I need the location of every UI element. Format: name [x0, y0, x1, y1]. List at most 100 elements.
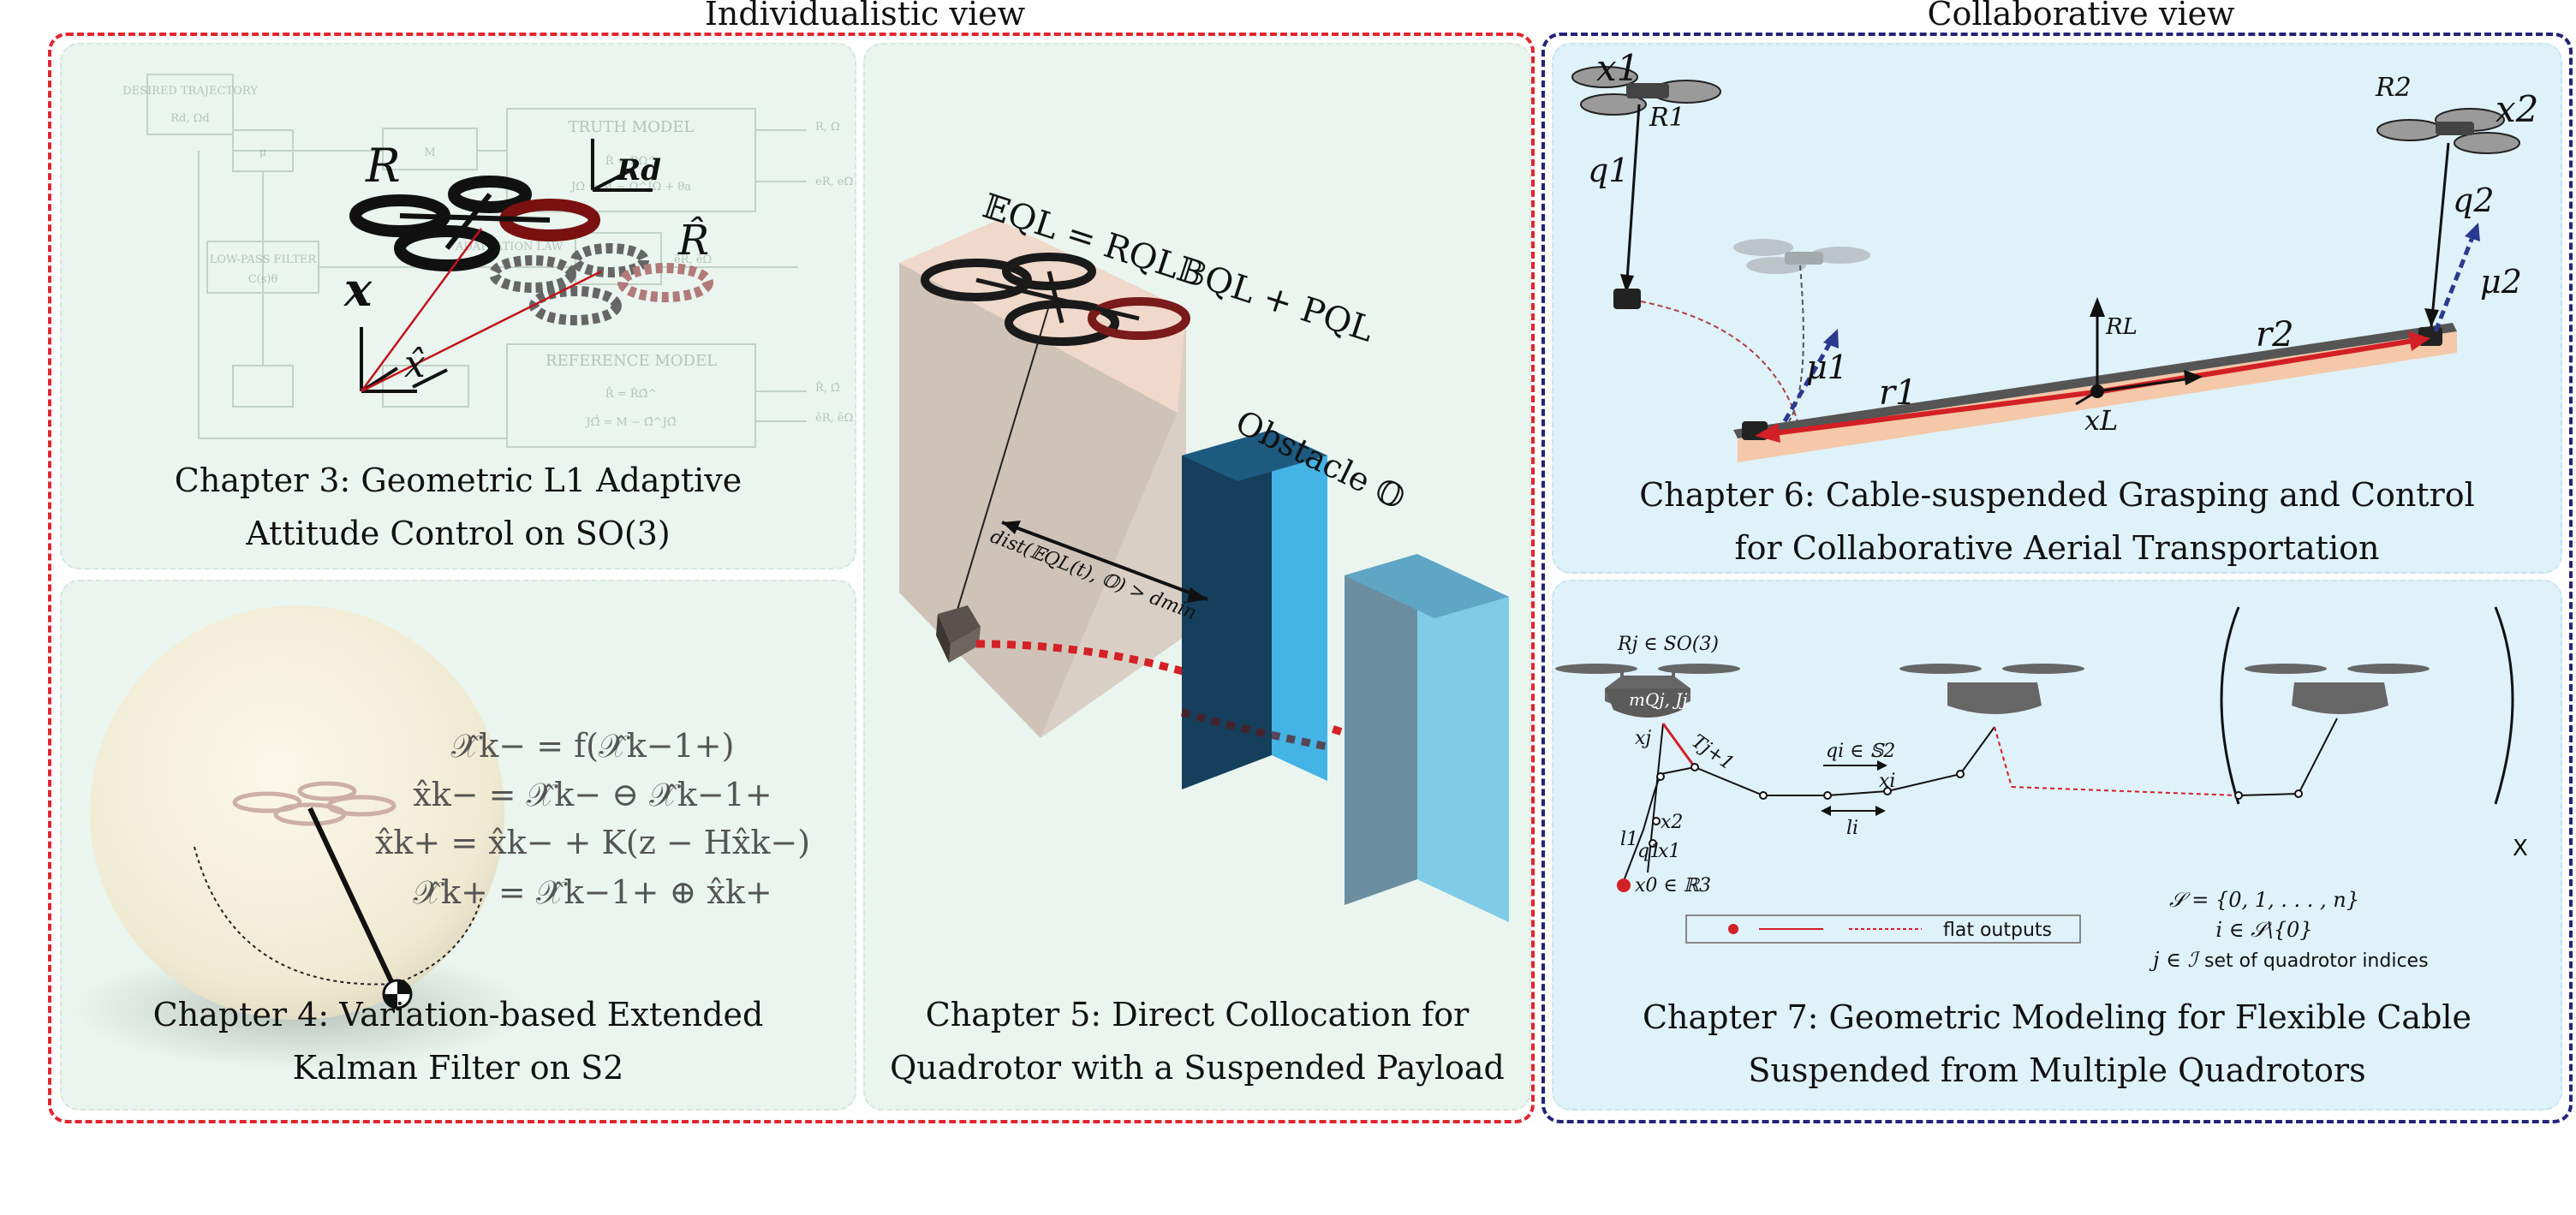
ch6-quadrotor-faded	[1733, 239, 1870, 274]
ch5-obstacle-front	[1182, 430, 1327, 789]
ch3-truth-eq1: Ṙ = RΩ^	[605, 153, 657, 168]
ch3-ref-eq1: R̂̇ = R̂Ω̂^	[605, 386, 657, 401]
ch3-x-label: x	[343, 262, 373, 317]
ch3-adaptation-label: ADAPTATION LAW	[455, 241, 564, 253]
ch4-caption-line2: Kalman Filter on S2	[292, 1049, 624, 1087]
ch3-caption-line1: Chapter 3: Geometric L1 Adaptive	[174, 462, 742, 499]
individualistic-view-title: Individualistic view	[704, 0, 1026, 33]
ch4-diagram: 𝒳̂k− = f(𝒳̂k−1+) x̂k− = 𝒳̂k− ⊖ 𝒳̂k−1+ x̂…	[70, 605, 810, 1069]
ch7-xi-label: xi	[1879, 771, 1895, 792]
ch7-Rj-label: Rj ∈ SO(3)	[1617, 634, 1719, 655]
ch3-R-label: R	[365, 139, 401, 193]
ch3-diagram: DESIRED TRAJECTORY Rd, Ωd μ M TRUTH MODE…	[122, 74, 853, 448]
ch7-mq-label: mQj, Jj	[1629, 689, 1688, 710]
ch6-mu2-vector	[2433, 232, 2477, 332]
ch3-lowpass-sub: C(s)θ	[248, 273, 278, 286]
ch3-frames	[360, 139, 653, 393]
ch7-right-bracket	[2494, 606, 2514, 805]
collaborative-view-title: Collaborative view	[1927, 0, 2235, 33]
ch7-set3-math: j ∈ ℐ	[2149, 948, 2200, 972]
ch6-diagram: x1 R1 q1 R2 x2 q2 μ1 μ2 r1 r2 RL xL	[1571, 47, 2538, 462]
ch6-R1-label: R1	[1649, 103, 1685, 133]
ch7-legend-box	[1685, 914, 2081, 944]
ch6-q1-label: q1	[1588, 152, 1630, 189]
ch6-mu1-label: μ1	[1806, 348, 1848, 386]
ch6-quadrotor-2	[2376, 108, 2520, 154]
ch4-pendulum-rod	[307, 807, 398, 992]
ch6-quadrotor-1	[1571, 66, 1721, 116]
ch3-out5: êR, êΩ	[815, 412, 853, 425]
ch3-out3: ẽR, ẽΩ	[674, 253, 712, 266]
ch7-x1-label: x1	[1658, 841, 1680, 862]
ch6-R2-label: R2	[2375, 73, 2412, 103]
ch4-sphere	[90, 605, 504, 1020]
chapter5-panel: 𝔼QL = RQL𝔹QL + PQL Obstacle 𝕆 dist(𝔼QL(t…	[863, 43, 1531, 1111]
ch7-left-bracket	[2220, 606, 2240, 805]
ch7-l1-label: l1	[1620, 829, 1638, 850]
ch7-qi-label: qi ∈ 𝕊2	[1826, 741, 1895, 762]
ch7-caption-line2: Suspended from Multiple Quadrotors	[1748, 1051, 2366, 1089]
ch5-payload	[936, 605, 981, 663]
ch3-desired-label: DESIRED TRAJECTORY	[122, 85, 258, 98]
ch7-x0-label: x0 ∈ ℝ3	[1635, 875, 1711, 896]
ch7-q1-label: q1	[1637, 841, 1661, 862]
ch5-distance-arrow	[1001, 521, 1208, 601]
ch3-M-label: M	[424, 146, 435, 159]
ch7-set1: 𝒮 = {0, 1, . . . , n}	[2169, 888, 2359, 912]
ch3-truth-label: TRUTH MODEL	[569, 118, 695, 136]
ch7-li-label: li	[1846, 818, 1858, 839]
ch3-out1: R, Ω	[815, 121, 840, 134]
ch5-obstacle-back	[1345, 554, 1509, 922]
ch7-diagram: Rj ∈ SO(3) mQj, Jj xj Tj+1 qi ∈ 𝕊2 xi li…	[1555, 606, 2528, 972]
ch7-quadrotor-i	[1899, 664, 2084, 714]
ch4-eq3: x̂k+ = x̂k− + K(z − Hx̂k−)	[375, 824, 810, 861]
ch6-caption-line2: for Collaborative Aerial Transportation	[1734, 529, 2380, 567]
chapter4-panel: 𝒳̂k− = f(𝒳̂k−1+) x̂k− = 𝒳̂k− ⊖ 𝒳̂k−1+ x̂…	[60, 580, 856, 1111]
ch3-reference-label: REFERENCE MODEL	[546, 352, 717, 370]
ch5-caption-line1: Chapter 5: Direct Collocation for	[925, 996, 1470, 1033]
ch6-xL-label: xL	[2084, 404, 2118, 437]
ch7-caption-line1: Chapter 7: Geometric Modeling for Flexib…	[1642, 998, 2472, 1036]
ch6-caption-line1: Chapter 6: Cable-suspended Grasping and …	[1639, 476, 2475, 514]
ch6-r1-vector	[1767, 389, 2102, 437]
ch7-xj-label: xj	[1635, 728, 1651, 749]
ch4-quadrotor	[232, 781, 397, 826]
ch3-Rd-label: Rd	[616, 153, 661, 188]
ch5-diagram: 𝔼QL = RQL𝔹QL + PQL Obstacle 𝕆 dist(𝔼QL(t…	[899, 187, 1509, 922]
ch4-trajectory	[194, 846, 482, 986]
ch7-set2: i ∈ 𝒮\{0}	[2215, 918, 2312, 942]
chapter6-panel: x1 R1 q1 R2 x2 q2 μ1 μ2 r1 r2 RL xL Chap…	[1552, 43, 2562, 574]
ch7-quadrotor-j	[1555, 664, 1740, 718]
ch6-x2-label: x2	[2496, 88, 2538, 130]
ch6-mu2-label: μ2	[2480, 263, 2522, 301]
ch7-cable	[1621, 726, 1995, 886]
collaborative-group	[1541, 33, 2573, 1123]
ch6-RL-label: RL	[2105, 314, 2138, 340]
ch3-mu-label: μ	[259, 146, 266, 159]
ch7-quadrotor-n	[2245, 664, 2430, 714]
ch6-load-center	[2090, 384, 2104, 398]
ch3-xhat-label: x̂	[404, 342, 426, 386]
ch3-out2: eR, eΩ	[815, 176, 853, 188]
ch7-times-label: X	[2513, 836, 2528, 861]
ch4-eq4: 𝒳̂k+ = 𝒳̂k−1+ ⊕ x̂k+	[413, 873, 772, 911]
ch6-mu1-vector	[1782, 338, 1834, 423]
ch4-caption-line1: Chapter 4: Variation-based Extended	[152, 996, 764, 1033]
ch6-q2-label: q2	[2453, 182, 2495, 219]
ch3-Rhat-label: R̂	[677, 215, 709, 265]
ch3-true-quadrotor	[349, 176, 600, 271]
ch6-gripper-1	[1613, 289, 1641, 309]
ch4-eq2: x̂k− = 𝒳̂k− ⊖ 𝒳̂k−1+	[413, 776, 772, 813]
ch5-bounding-box	[899, 220, 1186, 738]
ch4-eq1: 𝒳̂k− = f(𝒳̂k−1+)	[451, 727, 735, 765]
ch7-x2-label: x2	[1661, 812, 1683, 833]
ch5-caption-line2: Quadrotor with a Suspended Payload	[890, 1049, 1505, 1087]
ch3-caption-line2: Attitude Control on SO(3)	[246, 515, 671, 552]
ch5-cable	[954, 305, 1050, 619]
ch4-payload-icon	[382, 979, 413, 1010]
ch7-flat-output-point	[1617, 878, 1631, 892]
ch6-r2-label: r2	[2256, 315, 2294, 354]
chapter3-panel: DESIRED TRAJECTORY Rd, Ωd μ M TRUTH MODE…	[60, 43, 856, 569]
ch5-quadrotor	[921, 253, 1190, 346]
ch6-x1-label: x1	[1596, 47, 1639, 89]
